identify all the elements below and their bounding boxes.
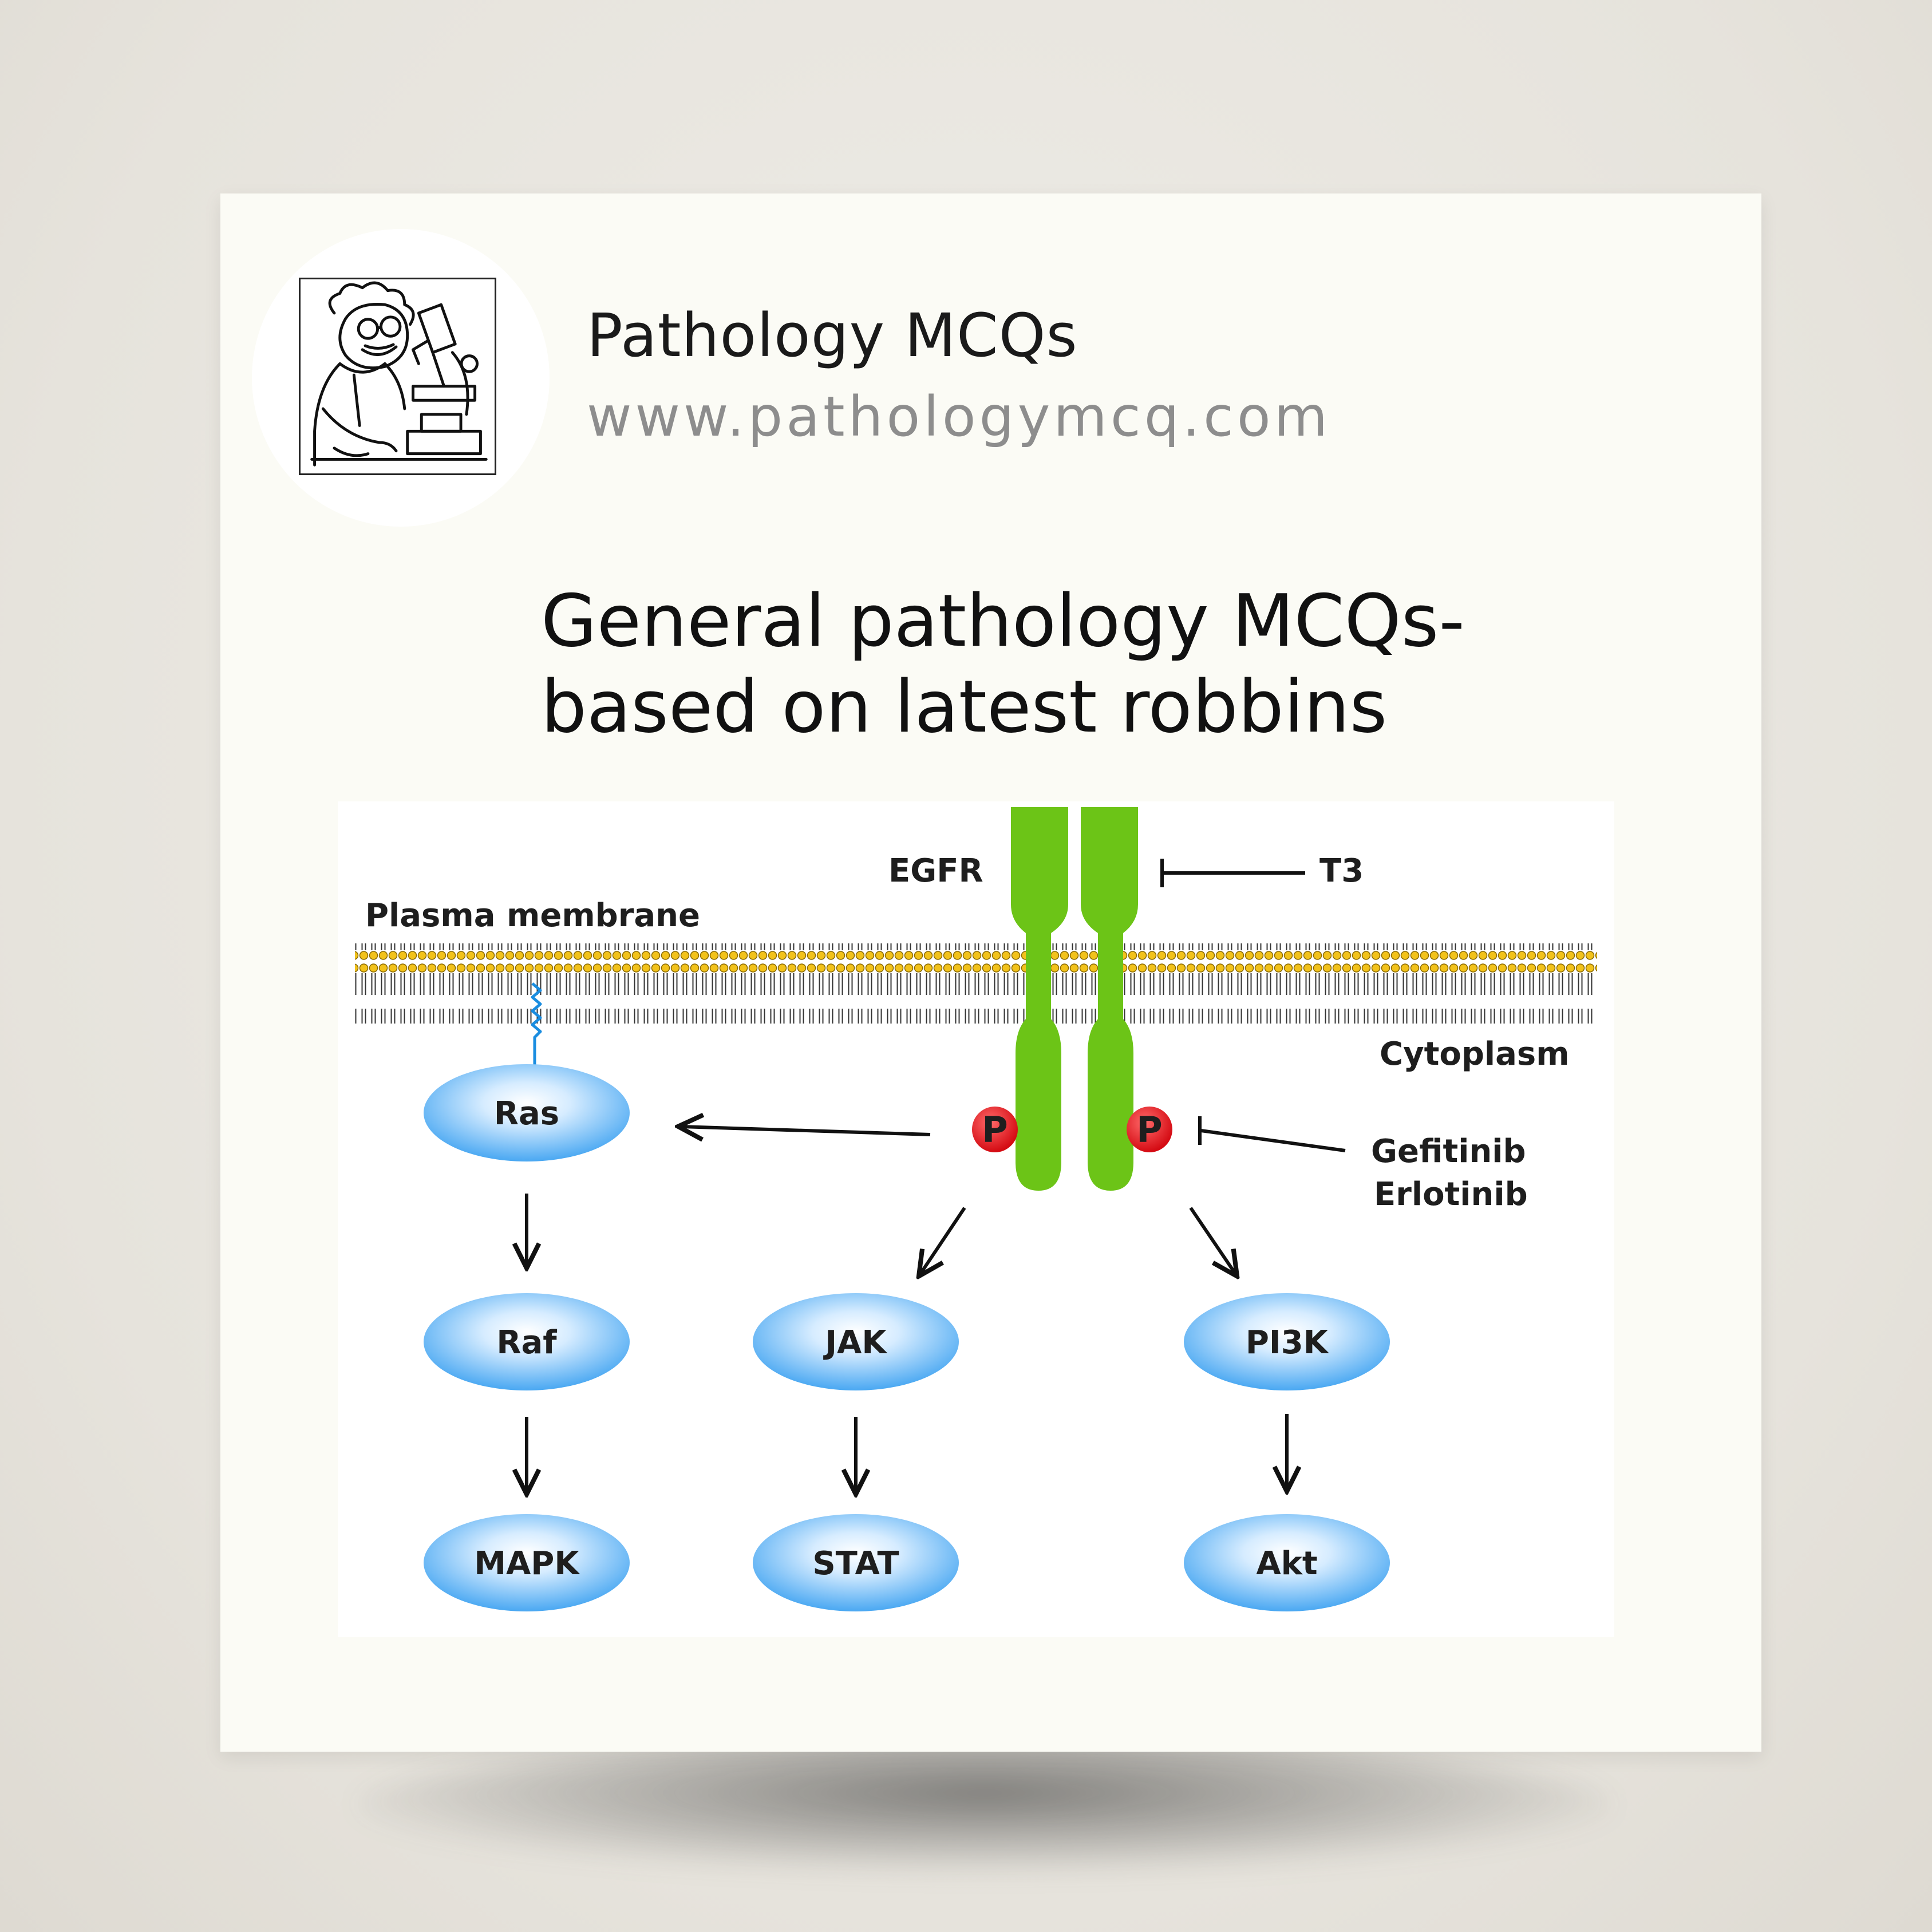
node-akt: Akt [1184,1514,1390,1611]
node-mapk: MAPK [424,1514,630,1611]
ras-membrane-anchor [531,982,542,1066]
headline-line-2: based on latest robbins [541,665,1388,749]
egfr-label: EGFR [888,852,983,890]
node-stat-label: STAT [812,1545,899,1582]
lipid-bilayer [355,943,1597,1024]
arrow-egfr-to-ras [681,1127,931,1135]
node-ras: Ras [424,1064,630,1161]
phospho-right: P [1127,1107,1172,1152]
egfr-chain-left [1011,807,1068,1191]
brand-url[interactable]: www.pathologymcq.com [587,385,1332,449]
phospho-right-label: P [1136,1109,1162,1151]
cytoplasm-label: Cytoplasm [1380,1036,1570,1073]
plasma-membrane-label: Plasma membrane [365,897,700,934]
node-raf-label: Raf [496,1324,557,1361]
node-akt-label: Akt [1256,1545,1317,1582]
post-headline: General pathology MCQs- based on latest … [541,578,1571,750]
egfr-chain-right [1081,807,1138,1191]
brand-name: Pathology MCQs [587,301,1078,370]
scientist-microscope-icon [299,278,496,475]
diagram-backdrop [338,801,1614,1637]
node-mapk-label: MAPK [474,1545,580,1582]
phospho-left: P [972,1107,1018,1152]
node-pi3k-label: PI3K [1246,1324,1330,1361]
headline-line-1: General pathology MCQs- [541,579,1465,663]
node-jak: JAK [753,1293,959,1390]
arrow-egfr-to-jak [920,1207,966,1274]
tki-inhibition-line [1200,1129,1346,1152]
node-jak-label: JAK [823,1324,888,1361]
card-shadow [355,1740,1614,1872]
node-raf: Raf [424,1293,630,1390]
node-stat: STAT [753,1514,959,1611]
egfr-signaling-diagram: EGFR T3 Plasma membrane Cytoplasm Gefiti… [338,801,1614,1660]
gefitinib-label: Gefitinib [1371,1133,1526,1170]
erlotinib-label: Erlotinib [1374,1176,1528,1213]
t3-label: T3 [1319,852,1364,890]
node-ras-label: Ras [494,1095,559,1132]
node-pi3k: PI3K [1184,1293,1390,1390]
arrow-egfr-to-pi3k [1189,1207,1235,1274]
phospho-left-label: P [982,1109,1008,1151]
